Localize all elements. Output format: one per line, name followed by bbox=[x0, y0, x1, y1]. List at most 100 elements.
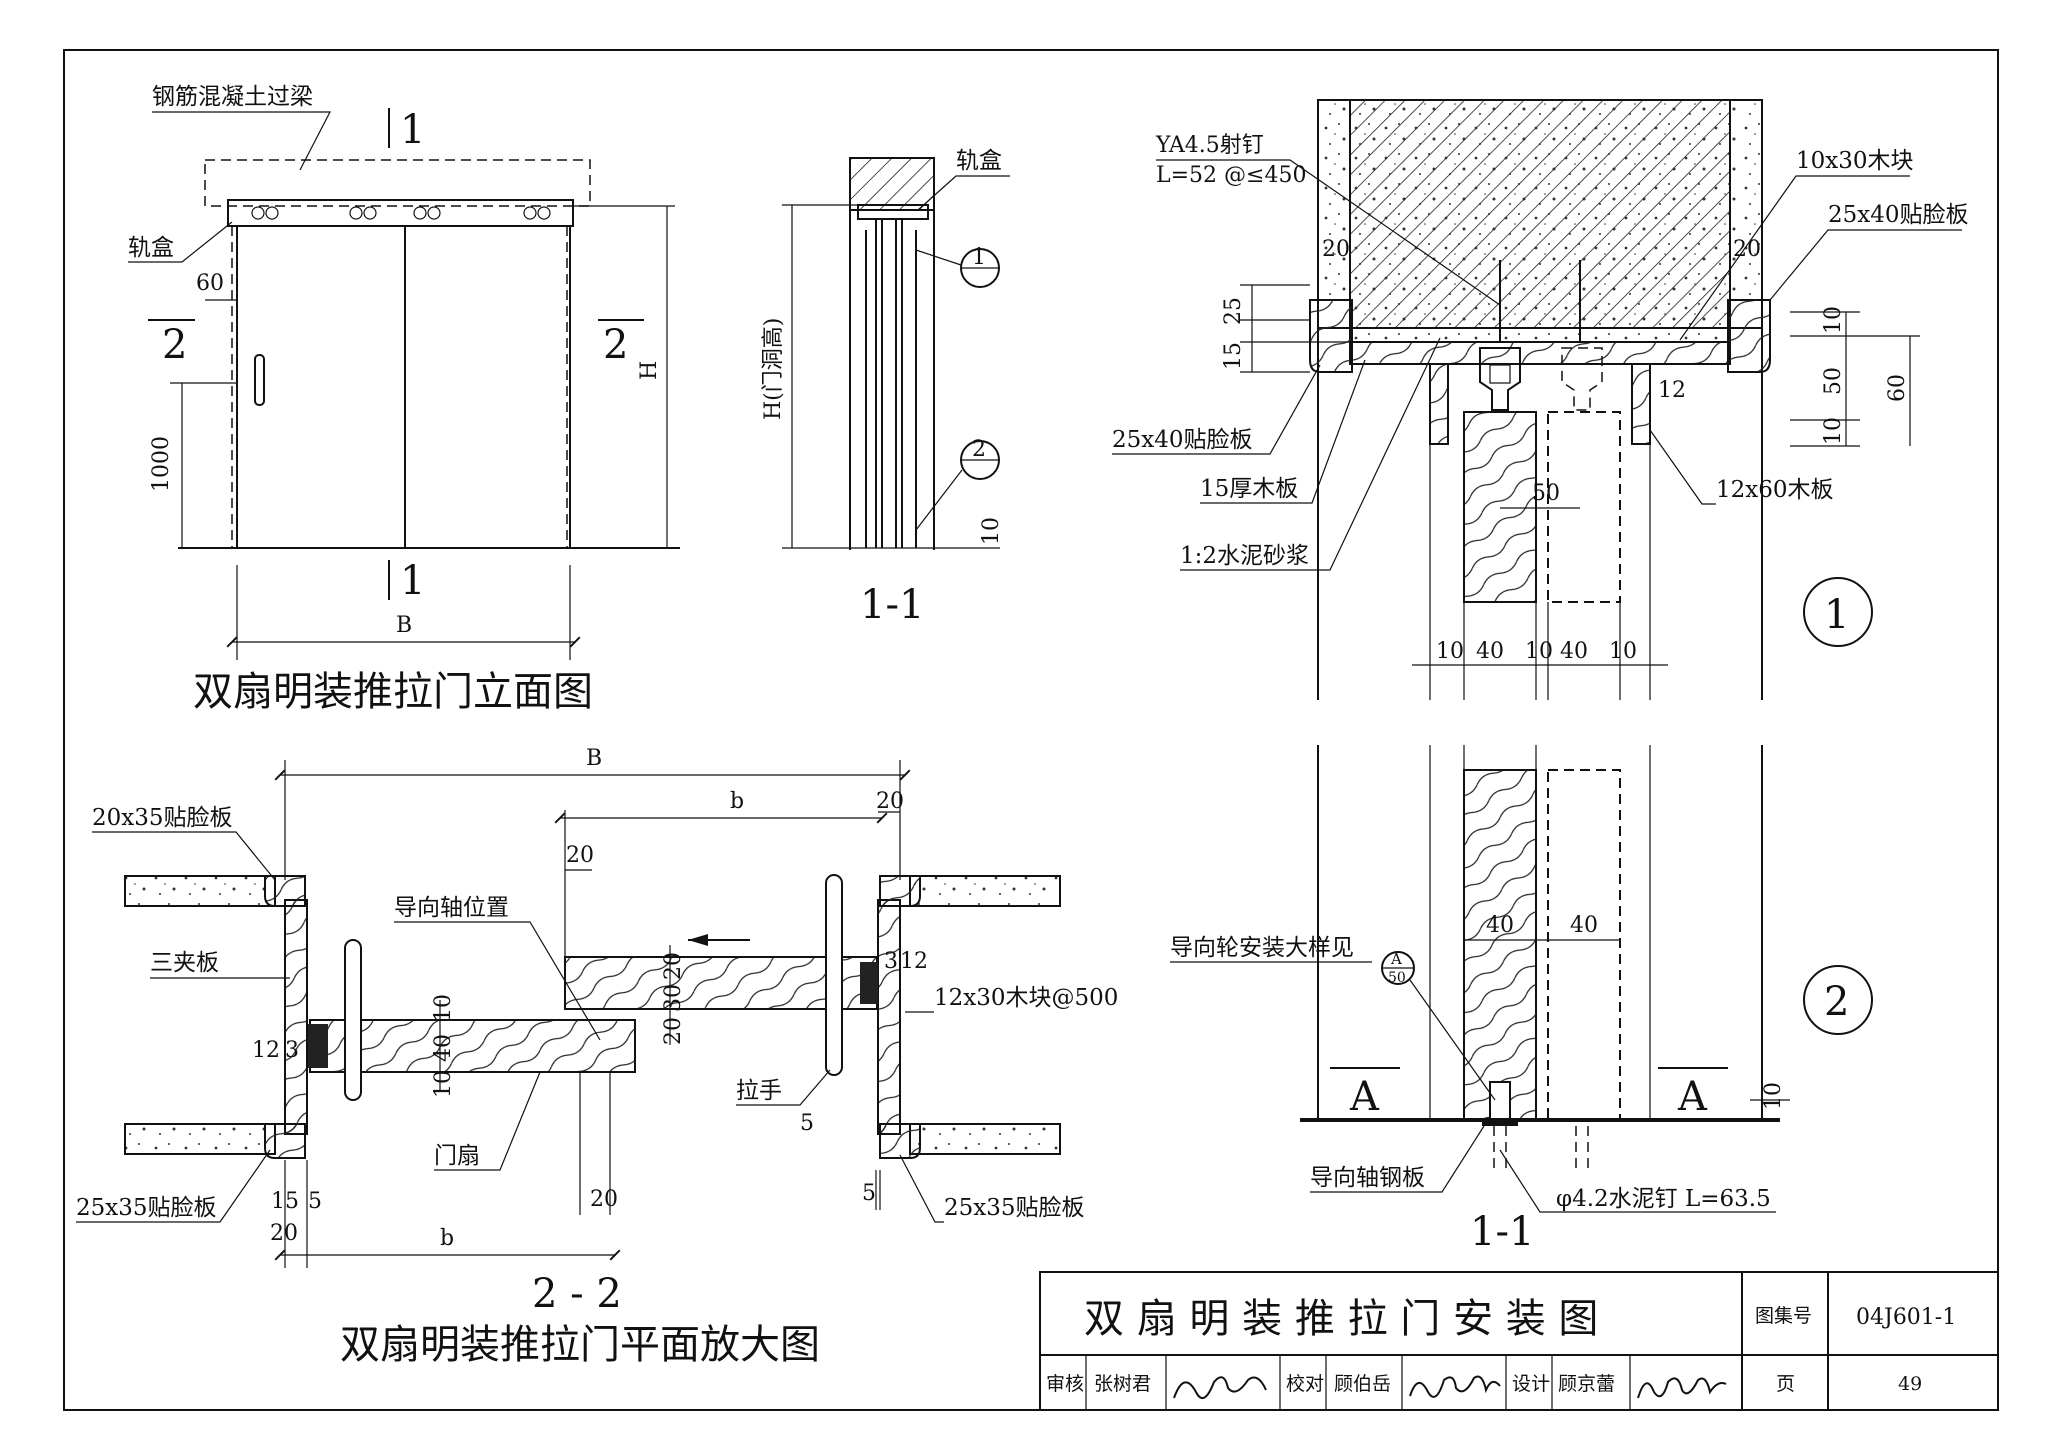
svg-text:50: 50 bbox=[1388, 970, 1406, 986]
svg-text:顾伯岳: 顾伯岳 bbox=[1334, 1373, 1391, 1395]
elevation-view: 钢筋混凝土过梁 1 轨盒 60 2 2 1000 H 1 bbox=[128, 84, 680, 715]
svg-text:5: 5 bbox=[862, 1181, 876, 1206]
svg-text:10: 10 bbox=[1761, 1082, 1786, 1110]
steel-plate-label: 导向轴钢板 bbox=[1310, 1165, 1425, 1191]
rollers bbox=[251, 206, 551, 220]
board-15-label: 15厚木板 bbox=[1200, 476, 1298, 502]
handle-right bbox=[825, 874, 843, 1076]
svg-text:40: 40 bbox=[431, 1034, 456, 1062]
svg-text:40: 40 bbox=[1560, 639, 1588, 664]
svg-text:12: 12 bbox=[252, 1038, 280, 1063]
detail-callout-2 bbox=[960, 440, 1000, 480]
section-mark-bottom: 1 bbox=[400, 558, 425, 604]
guide-axis-label: 导向轴位置 bbox=[394, 895, 509, 921]
track-box bbox=[227, 199, 574, 227]
section-mark-A-left: A bbox=[1349, 1074, 1380, 1120]
svg-text:60: 60 bbox=[1885, 374, 1910, 402]
svg-text:A: A bbox=[1390, 950, 1402, 968]
svg-text:1: 1 bbox=[972, 245, 986, 270]
trim-left-label: 25x40贴脸板 bbox=[1112, 427, 1253, 453]
frame-right bbox=[877, 899, 901, 1135]
svg-text:b: b bbox=[730, 789, 744, 814]
svg-text:20: 20 bbox=[590, 1187, 618, 1212]
detail-callout-1 bbox=[960, 248, 1000, 288]
svg-text:10: 10 bbox=[1821, 417, 1846, 445]
wood-block-label: 10x30木块 bbox=[1796, 148, 1914, 174]
dim-60: 60 bbox=[196, 271, 224, 296]
ref-bubble bbox=[1381, 951, 1415, 985]
drawing-title: 双 扇 明 装 推 拉 门 安 装 图 bbox=[1084, 1296, 1598, 1342]
door-handle bbox=[254, 354, 265, 406]
nail-label-2: L=52 @≤450 bbox=[1156, 163, 1306, 188]
section-mark-A-right: A bbox=[1677, 1074, 1708, 1120]
board-12x60-left bbox=[1429, 363, 1449, 445]
sheet-border bbox=[63, 49, 1999, 1411]
svg-text:10: 10 bbox=[1525, 639, 1553, 664]
svg-text:图集号: 图集号 bbox=[1755, 1305, 1812, 1327]
door-leaf-right bbox=[404, 225, 571, 549]
trim-right-label: 25x40贴脸板 bbox=[1828, 202, 1969, 228]
trim-25x35-right bbox=[879, 1123, 921, 1159]
dim-10-small: 10 bbox=[979, 517, 1004, 545]
detail-number-1 bbox=[1803, 577, 1873, 647]
plywood-label: 三夹板 bbox=[150, 950, 219, 976]
track-box-label-small: 轨盒 bbox=[956, 148, 1002, 174]
trim-left bbox=[1309, 299, 1353, 373]
guide-steel-plate bbox=[1482, 1118, 1518, 1126]
svg-text:25: 25 bbox=[1221, 297, 1246, 325]
designer-signature bbox=[1637, 1377, 1727, 1399]
svg-text:10: 10 bbox=[1436, 639, 1464, 664]
svg-text:30: 30 bbox=[661, 984, 686, 1012]
section-mark-top: 1 bbox=[400, 107, 425, 153]
svg-text:10: 10 bbox=[1609, 639, 1637, 664]
lintel-outline bbox=[204, 159, 591, 207]
svg-text:12: 12 bbox=[900, 949, 928, 974]
svg-text:1: 1 bbox=[1824, 592, 1849, 638]
wood-block-500-label: 12x30木块@500 bbox=[934, 985, 1118, 1011]
trim-20x35 bbox=[264, 875, 306, 907]
handle-left bbox=[344, 939, 362, 1101]
reviewer-signature bbox=[1173, 1376, 1267, 1400]
door-leaf-left bbox=[236, 225, 406, 549]
section-mark-2-right: 2 bbox=[603, 322, 628, 368]
board-12x60-label: 12x60木板 bbox=[1716, 477, 1834, 503]
mortar-layer bbox=[1349, 327, 1731, 343]
svg-text:10: 10 bbox=[1821, 306, 1846, 334]
svg-text:50: 50 bbox=[1821, 367, 1846, 395]
page-number: 49 bbox=[1898, 1373, 1922, 1395]
svg-text:20: 20 bbox=[661, 1017, 686, 1045]
svg-text:3: 3 bbox=[285, 1038, 299, 1063]
door-leaf-label: 门扇 bbox=[434, 1143, 480, 1169]
svg-text:40: 40 bbox=[1486, 913, 1514, 938]
svg-text:20: 20 bbox=[876, 789, 904, 814]
track-box-small bbox=[857, 204, 929, 220]
dim-1000: 1000 bbox=[149, 436, 174, 492]
section-mark-2-left: 2 bbox=[162, 322, 187, 368]
svg-text:15: 15 bbox=[1221, 342, 1246, 370]
svg-text:张树君: 张树君 bbox=[1094, 1373, 1151, 1395]
mortar-label: 1:2水泥砂浆 bbox=[1180, 543, 1309, 569]
plan-dim-B: B bbox=[586, 746, 602, 771]
board-12x60-right bbox=[1631, 363, 1651, 445]
svg-text:20: 20 bbox=[661, 952, 686, 980]
svg-text:20: 20 bbox=[270, 1221, 298, 1246]
svg-text:50: 50 bbox=[1532, 481, 1560, 506]
elevation-title: 双扇明装推拉门立面图 bbox=[193, 669, 593, 715]
detail-number-2 bbox=[1803, 965, 1873, 1035]
svg-text:3: 3 bbox=[884, 949, 898, 974]
dim-B: B bbox=[396, 613, 412, 638]
plan-view: B b 20 20 20x35贴脸板 导向轴位置 三夹板 12x30木块@500… bbox=[76, 746, 1118, 1368]
title-block: 双 扇 明 装 推 拉 门 安 装 图 图集号 04J601-1 审核 张树君 … bbox=[1039, 1271, 1999, 1411]
svg-text:校对: 校对 bbox=[1286, 1373, 1324, 1395]
lintel-label: 钢筋混凝土过梁 bbox=[152, 84, 313, 110]
detail-2: 40 40 导向轮安装大样见 A 50 A A 10 2 导向轴钢板 φ4.2水… bbox=[1170, 745, 1873, 1255]
door-leaf-solid-2 bbox=[1463, 769, 1537, 1121]
trim-25x35-right-label: 25x35贴脸板 bbox=[944, 1195, 1085, 1221]
svg-text:12: 12 bbox=[1658, 378, 1686, 403]
svg-text:40: 40 bbox=[1476, 639, 1504, 664]
handle-label: 拉手 bbox=[736, 1078, 782, 1104]
guide-wheel-label: 导向轮安装大样见 bbox=[1170, 935, 1354, 961]
svg-text:5: 5 bbox=[308, 1189, 322, 1214]
door-leaf-dashed-2 bbox=[1547, 769, 1621, 1121]
